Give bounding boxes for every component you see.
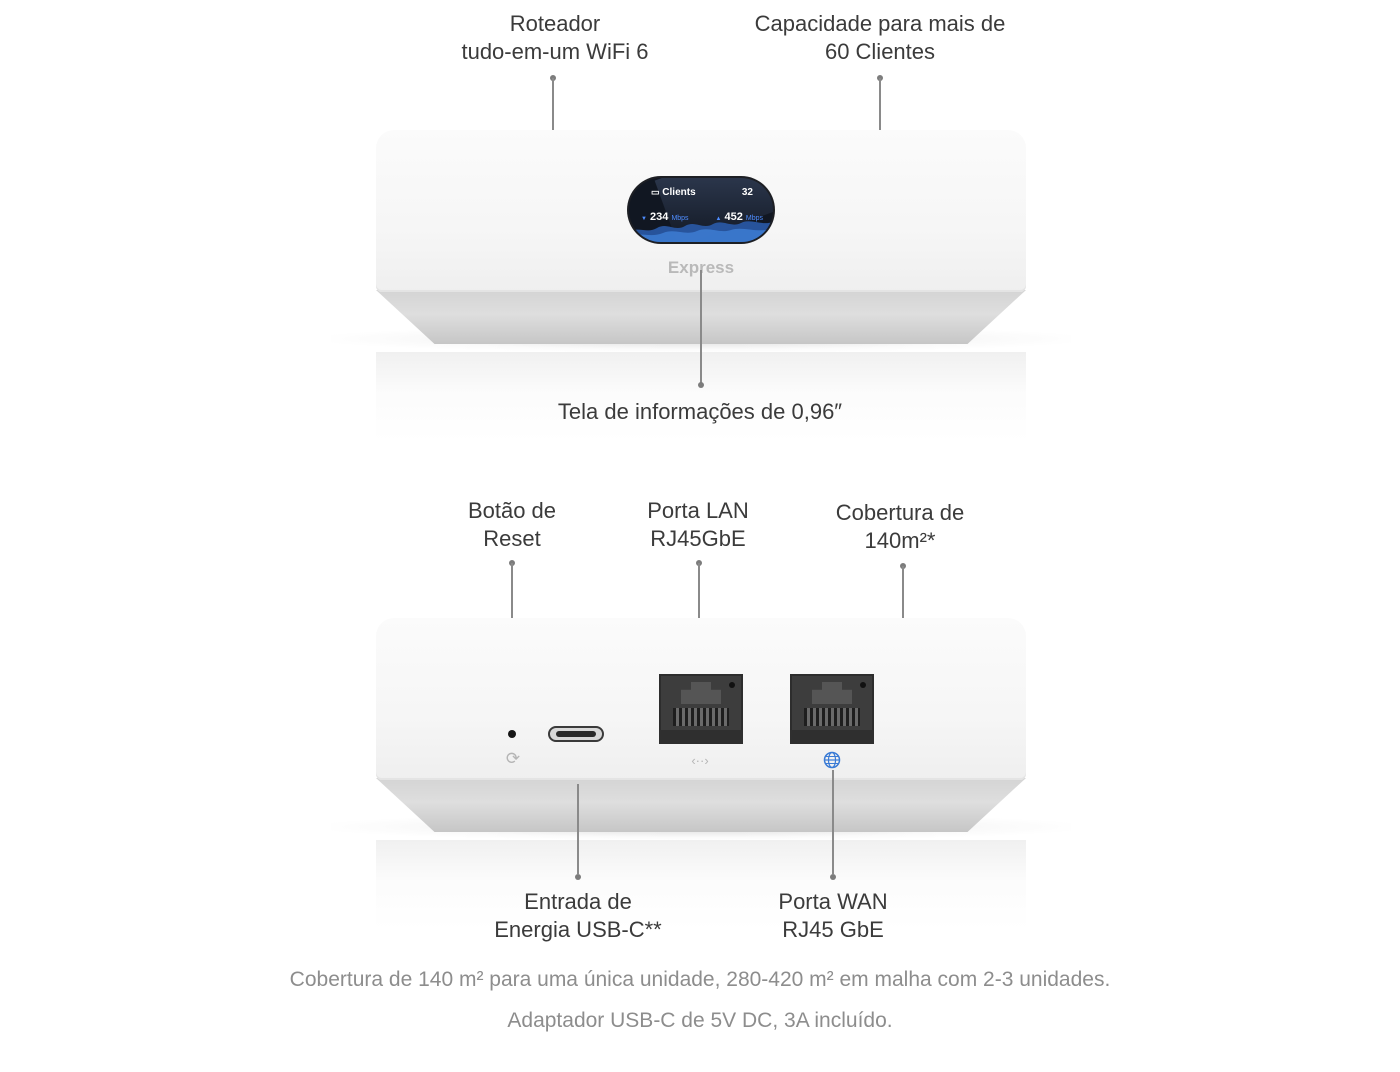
info-screen: ▭ Clients 32 ▼ 234 Mbps ▲ 452 Mbps — [629, 178, 773, 242]
callout-capacity: Capacidade para mais de 60 Clientes — [754, 11, 1006, 64]
callout-wan-line — [832, 770, 834, 874]
footnote-coverage: Cobertura de 140 m² para uma única unida… — [289, 968, 1111, 991]
callout-power: Entrada de Energia USB-C** — [494, 889, 662, 942]
callout-lan: Porta LAN RJ45GbE — [647, 498, 749, 551]
screen-clients-row: ▭ Clients 32 — [651, 187, 753, 198]
upload-arrow-icon: ▲ — [715, 216, 722, 222]
reset-icon: ⟳ — [505, 749, 521, 768]
reset-button[interactable] — [508, 730, 516, 738]
callout-power-line — [577, 784, 579, 874]
device-reflection — [376, 840, 1026, 930]
callout-reset: Botão de Reset — [467, 498, 557, 551]
download-arrow-icon: ▼ — [641, 216, 647, 222]
wan-port — [790, 674, 874, 744]
router-back: ⟳ ‹··› — [331, 618, 1071, 930]
clients-icon: ▭ — [651, 187, 660, 197]
callout-wan: Porta WAN RJ45 GbE — [778, 889, 888, 942]
callout-screen-line — [700, 270, 702, 384]
lan-port — [659, 674, 743, 744]
brand-label: Express — [667, 258, 735, 277]
callout-router: Roteador tudo-em-um WiFi 6 — [461, 11, 649, 64]
callout-screen-dot — [698, 382, 704, 388]
callout-router-line — [552, 78, 554, 130]
usb-c-port — [548, 726, 604, 742]
traffic-wave — [629, 221, 773, 242]
callout-screen: Tela de informações de 0,96″ — [557, 399, 843, 424]
callout-capacity-line — [879, 78, 881, 130]
callout-coverage: Cobertura de 140m²* — [835, 500, 965, 553]
screen-throughput-row: ▼ 234 Mbps ▲ 452 Mbps — [641, 211, 763, 223]
footnote-adapter: Adaptador USB-C de 5V DC, 3A incluído. — [507, 1009, 893, 1032]
callout-wan-dot — [830, 874, 836, 880]
device-base — [376, 778, 1026, 832]
callout-coverage-line — [902, 566, 904, 618]
globe-icon — [823, 751, 841, 769]
callout-power-dot — [575, 874, 581, 880]
lan-arrows-icon: ‹··› — [691, 753, 709, 768]
